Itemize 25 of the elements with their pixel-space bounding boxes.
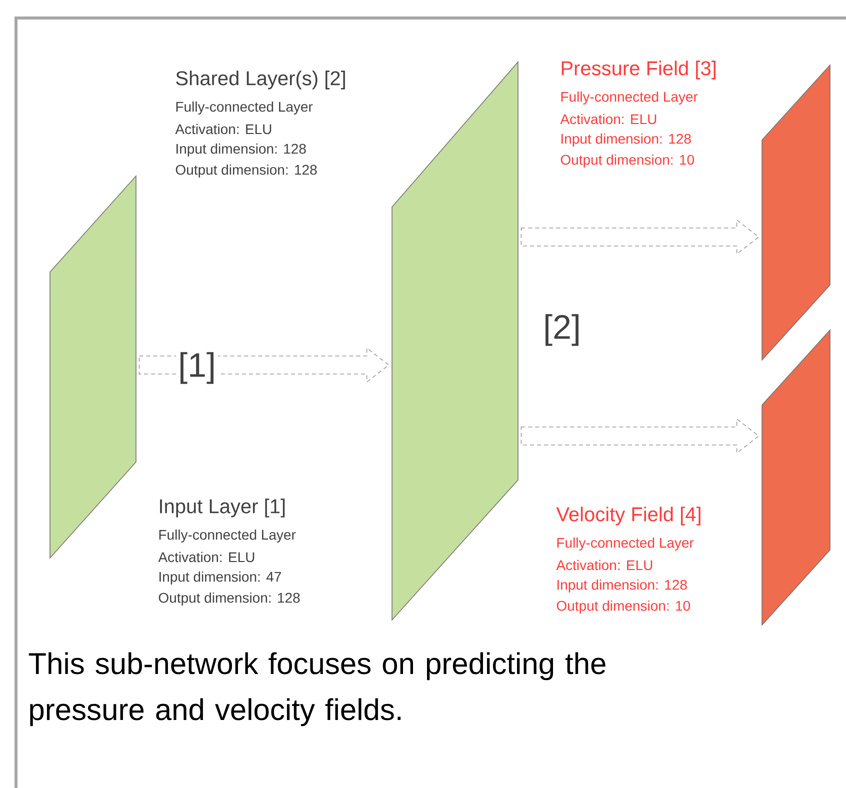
layer-detail: Output dimension: 128 [158,592,300,606]
layer-title: Pressure Field [3] [562,60,716,80]
layer-detail: Fully-connected Layer [557,537,694,551]
layer-title: Shared Layer(s) [2] [176,70,345,90]
layer-detail: Input dimension: 128 [558,579,687,593]
layer-detail: Output dimension: 10 [556,600,690,614]
layer-number: [1] [176,350,218,386]
layer-detail: Output dimension: 128 [176,164,317,178]
layer-detail: Activation: ELU [158,552,254,562]
layer-detail: Input dimension: 128 [562,133,691,147]
layer-detail: Fully-connected Layer [176,101,313,115]
layer-detail: Activation: ELU [560,114,656,124]
layer-detail: Activation: ELU [556,560,652,570]
layer-detail: Output dimension: 10 [560,154,694,168]
layer-title: Velocity Field [4] [556,506,700,526]
layer-number: [2] [541,312,583,348]
block-arrow [520,219,760,255]
layer-detail: Input dimension: 128 [176,143,306,157]
layer-detail: Fully-connected Layer [159,529,296,543]
layer-detail: Input dimension: 47 [160,571,281,585]
layer-detail: Activation: ELU [175,124,272,134]
layer-detail: Fully-connected Layer [561,91,698,105]
layer-title: Input Layer [1] [160,498,285,518]
block-arrow [520,418,760,454]
caption: This sub-network focuses on predicting the pressure and velocity fields. [28,652,606,726]
